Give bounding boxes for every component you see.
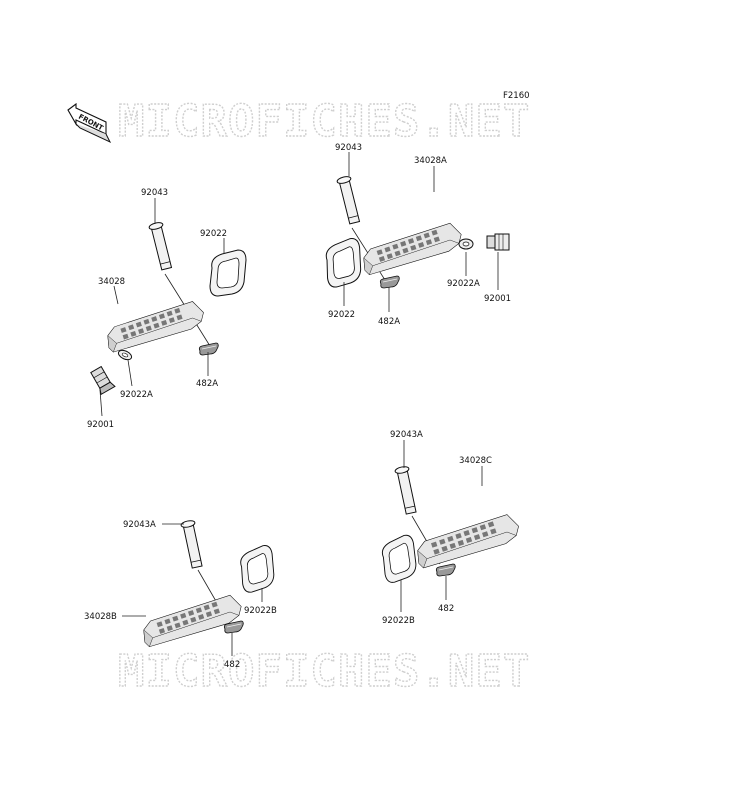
assembly-34028C: 92043A 34028C 92022B 482 <box>377 430 519 626</box>
label-92022-right: 92022 <box>328 310 355 320</box>
pin-92043 <box>147 220 174 271</box>
footpeg-34028A <box>363 222 462 276</box>
label-92022A-right: 92022A <box>447 279 480 289</box>
ring-92022 <box>209 249 247 297</box>
label-92043A-left: 92043A <box>123 520 156 530</box>
watermark-bottom: MICROFICHES.NET <box>118 646 530 697</box>
label-92001-right: 92001 <box>484 294 511 304</box>
footpeg-34028B <box>143 594 242 647</box>
label-482A: 482A <box>196 379 218 389</box>
label-92022: 92022 <box>200 229 227 239</box>
bolt-92001-right <box>486 233 510 251</box>
clip-482-right <box>435 563 456 577</box>
pin-92043A-right <box>394 465 419 515</box>
washer-92022A-right <box>458 238 474 250</box>
label-34028: 34028 <box>98 277 125 287</box>
washer-92022A <box>117 349 133 361</box>
watermark-top: MICROFICHES.NET <box>118 96 530 147</box>
label-482A-right: 482A <box>378 317 400 327</box>
label-92043A-right: 92043A <box>390 430 423 440</box>
label-92022B-right: 92022B <box>382 616 415 626</box>
label-92043: 92043 <box>141 188 168 198</box>
label-34028C: 34028C <box>459 456 492 466</box>
front-arrow-icon: FRONT <box>67 102 112 144</box>
ring-92022-right <box>322 236 366 289</box>
figure-code: F2160 <box>503 91 530 101</box>
label-92022A: 92022A <box>120 390 153 400</box>
label-482-right: 482 <box>438 604 454 614</box>
pin-92043-right <box>335 174 362 225</box>
label-92043-right: 92043 <box>335 143 362 153</box>
ring-92022B-right <box>377 533 422 585</box>
label-92001: 92001 <box>87 420 114 430</box>
label-34028A: 34028A <box>414 156 447 166</box>
ring-92022B-left <box>236 543 279 594</box>
label-92022B-left: 92022B <box>244 606 277 616</box>
bolt-92001 <box>90 365 116 396</box>
label-482-left: 482 <box>224 660 240 670</box>
assembly-34028B: 92043A 92022B 34028B 482 <box>84 519 279 670</box>
pin-92043A-left <box>180 519 205 569</box>
label-34028B: 34028B <box>84 612 117 622</box>
footpeg-34028 <box>107 301 204 353</box>
assembly-34028: 92043 92022 34028 92022A 482A 92001 <box>87 188 247 430</box>
clip-482A <box>198 342 219 356</box>
assembly-34028A: 92043 34028A 92022 482A 92022A 92001 <box>322 143 511 327</box>
footpeg-34028C <box>417 514 519 569</box>
